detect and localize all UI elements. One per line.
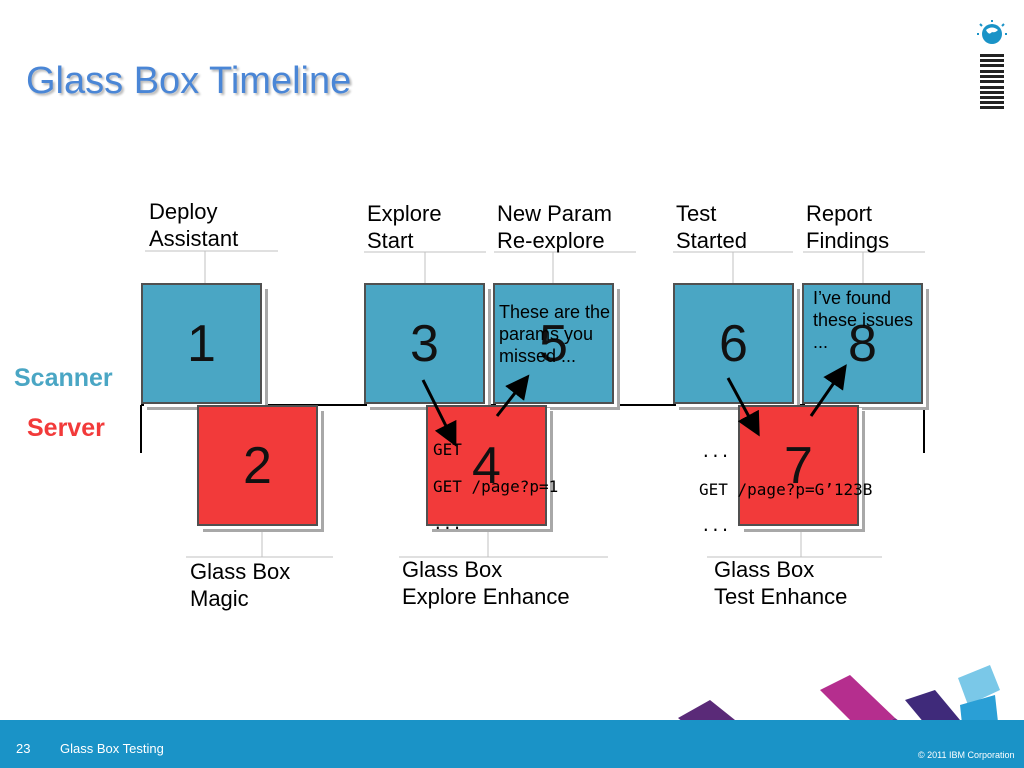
arrow-3-to-4 (421, 379, 457, 447)
test-request-3: ... (701, 516, 730, 535)
step-1-box: 1 (141, 283, 262, 404)
step-6-box: 6 (673, 283, 794, 404)
deck-title: Glass Box Testing (60, 741, 164, 756)
step-8-box: 8 (802, 283, 923, 404)
globe-icon (977, 20, 1007, 109)
ibm-logo (972, 18, 1012, 118)
step-2-box: 2 (197, 405, 318, 526)
page-number: 23 (16, 741, 31, 756)
label-connectors (145, 250, 925, 558)
test-request-1: ... (701, 442, 730, 461)
server-lane-label: Server (27, 414, 105, 442)
copyright: © 2011 IBM Corporation (918, 750, 1015, 760)
arrow-7-to-8 (809, 364, 847, 417)
step-3-box: 3 (364, 283, 485, 404)
explore-request-3: ... (433, 514, 462, 533)
test-request-2: GET /page?p=G’123B (699, 480, 873, 499)
arrow-6-to-7 (726, 377, 760, 437)
slide-title: Glass Box Timeline (26, 60, 352, 102)
footer-bar (0, 720, 1024, 768)
arrow-4-to-5 (495, 374, 530, 417)
issues-found-note: I’ve found these issues ... (813, 288, 914, 352)
params-missed-note: These are the params you missed ... (499, 302, 611, 366)
scanner-lane-label: Scanner (14, 364, 113, 392)
explore-request-2: GET /page?p=1 (433, 477, 559, 496)
